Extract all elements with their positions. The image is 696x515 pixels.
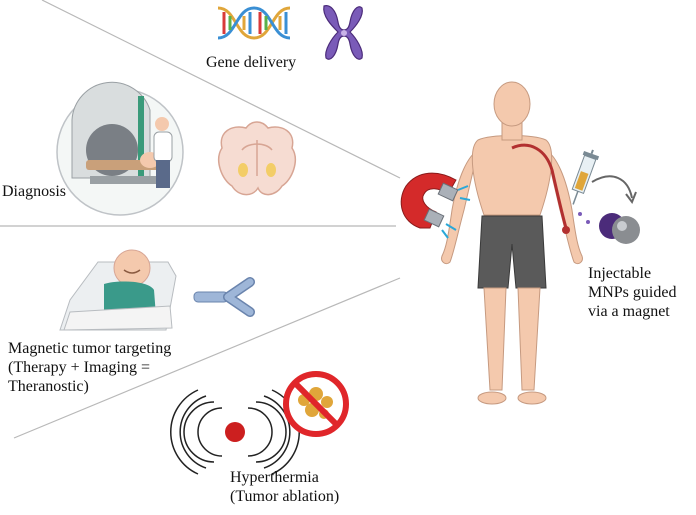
magnet-icon — [400, 172, 471, 239]
human-body-icon — [441, 81, 583, 405]
tumor-icon — [225, 422, 245, 442]
targeting-label-line3: Theranostic) — [8, 378, 89, 395]
hyperthermia-label-line2: (Tumor ablation) — [230, 488, 340, 505]
vessel-icon — [511, 143, 568, 229]
injectable-label-line2: MNPs guided — [588, 284, 677, 301]
injectable-label-line3: via a magnet — [588, 303, 670, 320]
dna-icon — [217, 6, 291, 40]
nanoparticle-icon — [599, 213, 640, 244]
divider-bottom — [13, 277, 401, 439]
chromosome-icon — [323, 5, 363, 60]
targeting-label-line1: Magnetic tumor targeting — [8, 340, 172, 357]
syringe-icon — [571, 149, 637, 224]
divider-top — [41, 0, 401, 179]
brain-slice-icon — [218, 121, 296, 196]
targeting-label: Magnetic tumor targeting (Therapy + Imag… — [8, 339, 171, 396]
injectable-label-line1: Injectable — [588, 265, 652, 282]
hyperthermia-label-line1: Hyperthermia — [230, 469, 319, 486]
mri-scanner-icon — [56, 81, 184, 216]
antibody-icon — [193, 277, 255, 317]
hyperthermia-label: Hyperthermia (Tumor ablation) — [230, 468, 339, 506]
injection-site — [562, 226, 570, 234]
gene-delivery-label: Gene delivery — [206, 54, 297, 71]
heat-waves-icon — [170, 389, 300, 475]
injectable-label: Injectable MNPs guided via a magnet — [588, 264, 676, 321]
patient-bed-icon — [59, 249, 177, 331]
no-tumor-icon — [283, 371, 349, 437]
targeting-label-line2: (Therapy + Imaging = — [8, 359, 150, 376]
dividers — [0, 0, 401, 439]
diagnosis-label: Diagnosis — [2, 183, 66, 200]
